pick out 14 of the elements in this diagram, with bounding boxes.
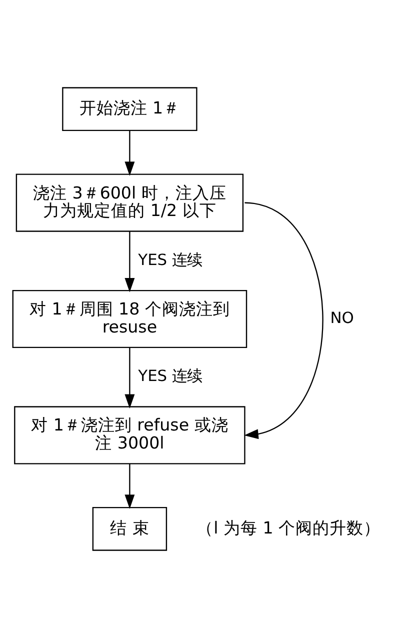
arrow (124, 231, 135, 292)
edge-label: YES 连续 (138, 250, 202, 268)
node-box: 浇注 3＃600l 时，注入压力为规定值的 1/2 以下 (16, 173, 244, 232)
arrow (124, 463, 135, 508)
node-box: 对 1＃周围 18 个阀浇注到 resuse (12, 289, 248, 348)
node-box: 对 1＃浇注到 refuse 或浇注 3000l (14, 406, 246, 464)
arrow (244, 202, 324, 439)
node-box: 开始浇注 1＃ (62, 86, 198, 131)
edge-label: NO (330, 308, 354, 327)
node-box: 结 束 (92, 506, 168, 550)
arrow (124, 347, 135, 408)
edge-label: YES 连续 (138, 366, 202, 385)
node-label: （l 为每 1 个阀的升数） (196, 518, 381, 537)
arrow (124, 130, 135, 176)
